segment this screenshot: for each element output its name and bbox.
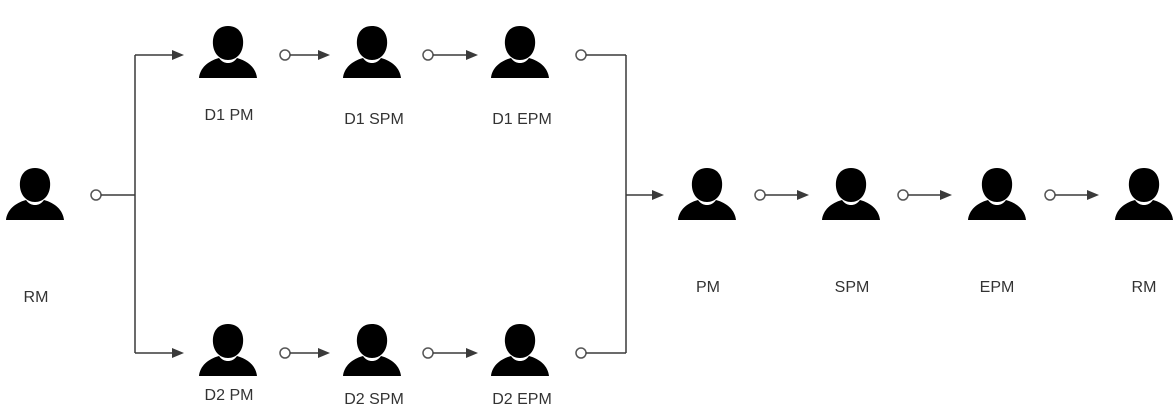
d1-spm-port	[422, 49, 434, 61]
node-label-d2-spm: D2 SPM	[344, 391, 404, 408]
person-icon	[1115, 168, 1173, 220]
node-spm: SPM	[822, 168, 880, 296]
node-pm: PM	[678, 168, 736, 296]
node-label-d2-epm: D2 EPM	[492, 391, 552, 408]
node-label-pm: PM	[696, 279, 720, 296]
node-d2-epm: D2 EPM	[491, 324, 552, 408]
arrow-to-spm	[797, 190, 809, 200]
node-label-d2-pm: D2 PM	[205, 387, 254, 404]
person-icon	[678, 168, 736, 220]
node-rm-start: RM	[6, 168, 64, 306]
spm-port	[897, 189, 909, 201]
node-label-spm: SPM	[835, 279, 870, 296]
person-icon	[343, 26, 401, 78]
person-icon	[822, 168, 880, 220]
node-d1-epm: D1 EPM	[491, 26, 552, 128]
node-rm-end: RM	[1115, 168, 1173, 296]
epm-port	[1044, 189, 1056, 201]
node-label-d1-pm: D1 PM	[205, 107, 254, 124]
node-epm: EPM	[968, 168, 1026, 296]
arrow-to-d2-pm	[172, 348, 184, 358]
arrow-to-epm	[940, 190, 952, 200]
d2-pm-port	[279, 347, 291, 359]
node-label-epm: EPM	[980, 279, 1015, 296]
node-label-rm-end: RM	[1132, 279, 1157, 296]
person-icon	[491, 324, 549, 376]
node-d2-pm: D2 PM	[199, 324, 257, 404]
node-label-rm-start: RM	[24, 289, 49, 306]
person-icon	[491, 26, 549, 78]
d1-epm-port	[575, 49, 587, 61]
node-d1-pm: D1 PM	[199, 26, 257, 124]
arrow-to-pm	[652, 190, 664, 200]
pm-port	[754, 189, 766, 201]
arrow-to-d2-epm	[466, 348, 478, 358]
person-icon	[199, 26, 257, 78]
node-d2-spm: D2 SPM	[343, 324, 404, 408]
node-label-d1-spm: D1 SPM	[344, 111, 404, 128]
person-icon	[343, 324, 401, 376]
d2-epm-port	[575, 347, 587, 359]
d2-spm-port	[422, 347, 434, 359]
arrow-to-d1-spm	[318, 50, 330, 60]
node-label-d1-epm: D1 EPM	[492, 111, 552, 128]
person-icon	[968, 168, 1026, 220]
arrow-to-d1-epm	[466, 50, 478, 60]
arrow-to-rm	[1087, 190, 1099, 200]
person-icon	[6, 168, 64, 220]
arrow-to-d1-pm	[172, 50, 184, 60]
d1-pm-port	[279, 49, 291, 61]
rm-start-port	[90, 189, 102, 201]
connectors	[90, 49, 1099, 359]
node-d1-spm: D1 SPM	[343, 26, 404, 128]
person-icon	[199, 324, 257, 376]
arrow-to-d2-spm	[318, 348, 330, 358]
